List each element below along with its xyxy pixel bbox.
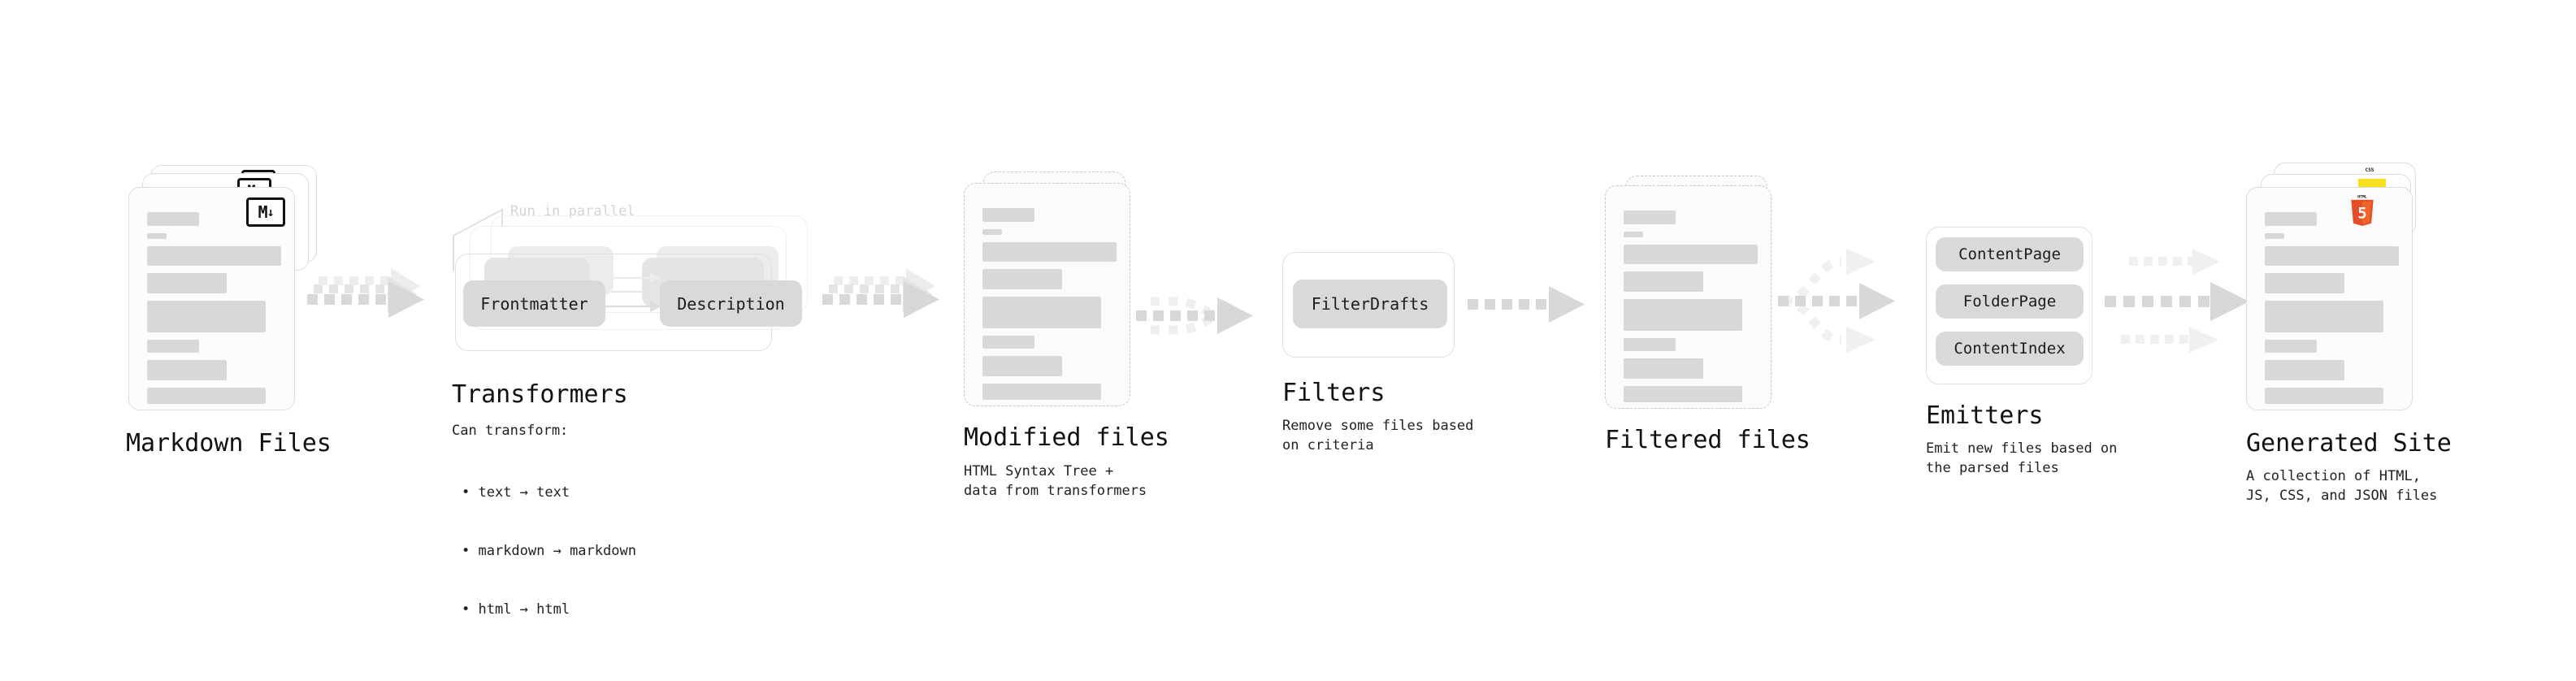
skeleton-bar	[982, 336, 1034, 349]
stage-title-filters: Filters	[1282, 379, 1386, 407]
skeleton-bar	[147, 233, 167, 239]
stage-title-transformers: Transformers	[452, 380, 628, 409]
skeleton-bar	[2265, 233, 2284, 239]
transformers-bullet: • text → text	[462, 484, 570, 501]
modified-card-front	[964, 183, 1130, 406]
transformers-bullet: • markdown → markdown	[462, 543, 636, 559]
emitters-pill-folderpage[interactable]: FolderPage	[1936, 284, 2084, 319]
skeleton-bar	[2265, 212, 2317, 226]
connector-transformers-to-modified	[822, 268, 939, 318]
generated-site-subtitle: A collection of HTML, JS, CSS, and JSON …	[2246, 468, 2438, 504]
skeleton-bar	[1624, 210, 1676, 224]
transformers-subtitle: Can transform:	[452, 423, 569, 439]
skeleton-bar	[2265, 246, 2399, 266]
filters-subtitle: Remove some files based on criteria	[1282, 418, 1474, 453]
stage-title-markdown-files: Markdown Files	[126, 429, 332, 458]
skeleton-bar	[982, 229, 1002, 235]
emitters-pill-contentpage[interactable]: ContentPage	[1936, 237, 2084, 271]
html5-badge-digit: 5	[2357, 205, 2366, 223]
skeleton-bar	[1624, 245, 1758, 264]
stage-title-modified-files: Modified files	[964, 423, 1169, 452]
html5-badge: HTML 5	[2351, 194, 2374, 226]
connector-markdown-to-transformers	[307, 268, 424, 318]
skeleton-bar	[2265, 360, 2344, 380]
skeleton-bar	[1624, 271, 1703, 292]
skeleton-bar	[147, 340, 199, 353]
markdown-badge-front: M↓	[246, 197, 285, 227]
skeleton-bar	[147, 360, 227, 380]
filtered-card-skeleton	[1624, 210, 1758, 410]
transformers-bullet-list: • text → text • markdown → markdown • ht…	[462, 444, 636, 658]
skeleton-bar	[982, 384, 1101, 400]
skeleton-bar	[147, 273, 227, 293]
connector-modified-to-filters	[1136, 297, 1253, 335]
transformer-pill-frontmatter[interactable]: Frontmatter	[463, 280, 605, 327]
skeleton-bar	[982, 356, 1062, 376]
skeleton-bar	[2265, 340, 2317, 353]
skeleton-bar	[982, 208, 1034, 222]
skeleton-bar	[1624, 299, 1742, 331]
filtered-card-front	[1605, 185, 1772, 409]
stage-title-generated-site: Generated Site	[2246, 429, 2452, 458]
skeleton-bar	[1624, 338, 1676, 351]
skeleton-bar	[982, 297, 1101, 328]
site-card-front	[2246, 187, 2413, 410]
skeleton-bar	[147, 212, 199, 226]
markdown-card-front	[128, 187, 295, 410]
skeleton-bar	[2265, 388, 2383, 404]
stage-title-filtered-files: Filtered files	[1605, 426, 1811, 454]
transformer-group-back-1	[470, 226, 787, 330]
css3-badge-label: CSS	[2365, 167, 2374, 173]
modified-card-skeleton	[982, 208, 1117, 407]
skeleton-bar	[1624, 386, 1742, 402]
site-card-skeleton	[2265, 212, 2399, 411]
skeleton-bar	[147, 301, 266, 332]
modified-files-subtitle: HTML Syntax Tree + data from transformer…	[964, 463, 1147, 499]
skeleton-bar	[1624, 232, 1643, 237]
skeleton-bar	[982, 269, 1062, 289]
skeleton-bar	[2265, 301, 2383, 332]
markdown-card-skeleton	[147, 212, 281, 411]
connector-filtered-to-emitters	[1778, 249, 1895, 353]
connector-filters-to-filtered	[1468, 286, 1585, 323]
html5-badge-wordmark: HTML	[2357, 194, 2367, 199]
transformer-inner-arrows	[605, 273, 661, 312]
emitters-pill-contentindex[interactable]: ContentIndex	[1936, 332, 2084, 366]
transformers-bullet: • html → html	[462, 601, 570, 618]
transformer-pill-description[interactable]: Description	[660, 280, 802, 327]
skeleton-bar	[147, 246, 281, 266]
skeleton-bar	[2265, 273, 2344, 293]
stage-title-emitters: Emitters	[1926, 401, 2044, 430]
filters-group-box	[1282, 252, 1455, 358]
filters-pill-filterdrafts[interactable]: FilterDrafts	[1293, 280, 1447, 328]
skeleton-bar	[1624, 358, 1703, 379]
skeleton-bar	[147, 388, 266, 404]
connector-emitters-to-site	[2105, 249, 2249, 353]
emitters-group-box	[1926, 227, 2092, 384]
emitters-subtitle: Emit new files based on the parsed files	[1926, 440, 2118, 476]
skeleton-bar	[982, 242, 1117, 262]
